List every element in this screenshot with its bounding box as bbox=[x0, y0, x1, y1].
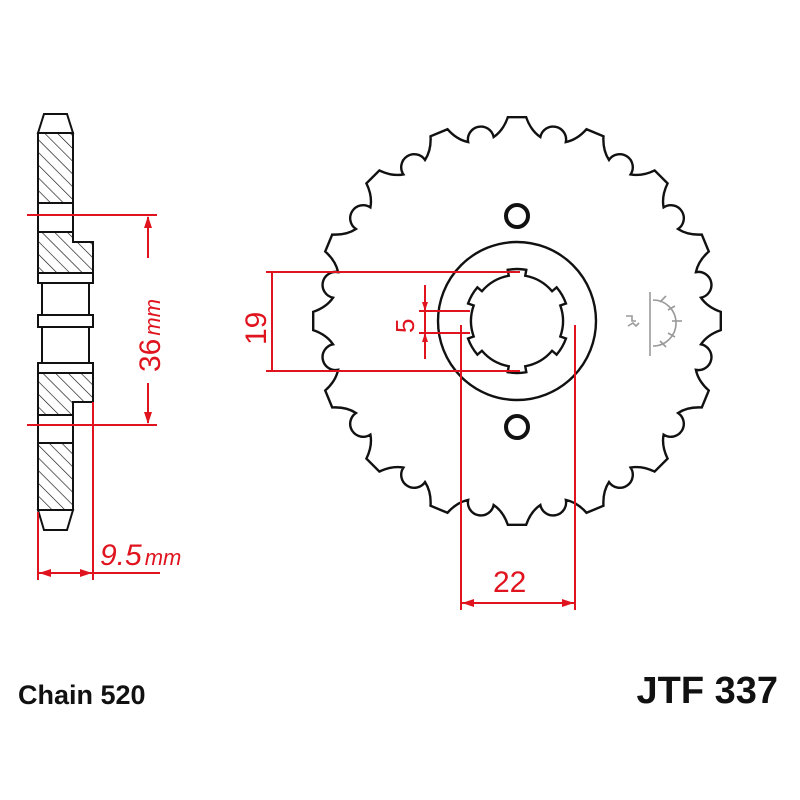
dim-5-label: 5 bbox=[390, 319, 420, 333]
bolt-hole-bottom bbox=[504, 414, 530, 440]
sprocket-teeth-outline bbox=[312, 116, 722, 526]
hub-circle bbox=[436, 240, 598, 402]
profile-hub-box-1 bbox=[37, 272, 94, 284]
chain-size-label: Chain 520 bbox=[18, 680, 146, 710]
profile-slot-top bbox=[37, 202, 74, 233]
profile-top-tip bbox=[36, 113, 75, 134]
profile-hub-box-2 bbox=[41, 282, 90, 316]
side-profile bbox=[36, 113, 94, 531]
profile-hatch-bottom bbox=[37, 442, 74, 511]
dim-19-label: 19 bbox=[240, 312, 273, 345]
dim-22-label: 22 bbox=[493, 566, 526, 599]
profile-slot-bottom bbox=[37, 414, 74, 444]
bolt-hole-top bbox=[504, 203, 530, 229]
dimension-lines bbox=[27, 214, 576, 610]
spline-bore bbox=[466, 267, 568, 375]
sprocket-front bbox=[312, 116, 722, 526]
brand-logo-icon bbox=[626, 292, 682, 356]
profile-hub-box-4 bbox=[41, 326, 90, 364]
profile-bottom-tip bbox=[36, 509, 75, 531]
profile-hub-box-5 bbox=[37, 362, 94, 374]
profile-hub-lower bbox=[37, 372, 94, 416]
profile-hub-box-3 bbox=[37, 314, 94, 328]
profile-hub-upper bbox=[37, 231, 94, 274]
part-number-label: JTF 337 bbox=[636, 670, 778, 712]
profile-hatch-top bbox=[37, 132, 74, 204]
dim-36-label: 36mm bbox=[134, 299, 167, 372]
